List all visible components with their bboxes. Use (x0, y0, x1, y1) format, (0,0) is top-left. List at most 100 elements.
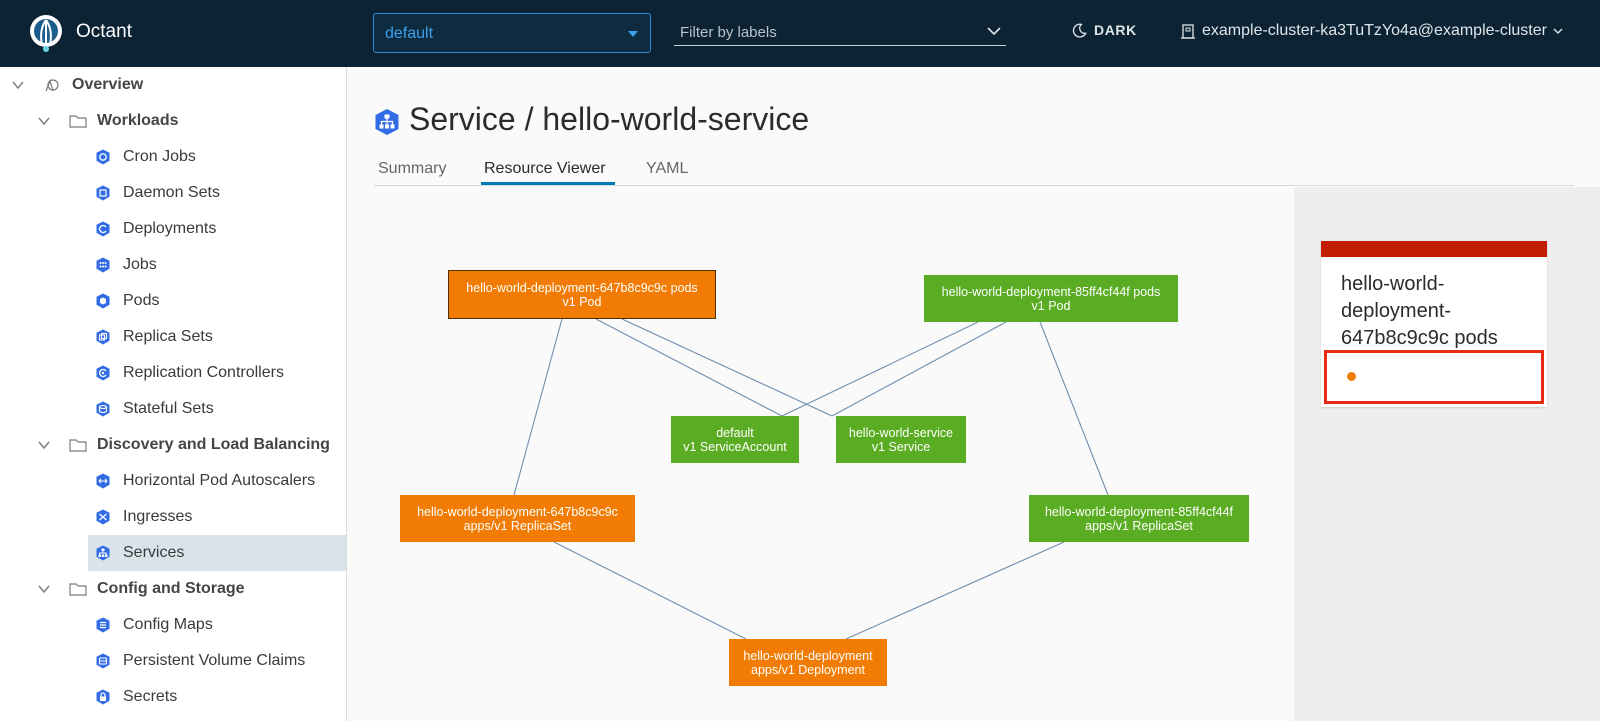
sidebar-group-discovery[interactable]: Discovery and Load Balancing (0, 427, 346, 463)
sidebar-item-cron-jobs[interactable]: Cron Jobs (0, 139, 346, 175)
folder-icon (69, 583, 87, 596)
graph-edge (831, 321, 1007, 417)
sidebar-item-label: Daemon Sets (123, 184, 220, 201)
sidebar-item-label: Cron Jobs (123, 148, 196, 165)
deployment-icon (96, 221, 110, 237)
resource-detail-card: hello-world-deployment-647b8c9c9c pods (1321, 241, 1547, 407)
app-brand: Octant (76, 21, 132, 42)
node-kind: apps/v1 ReplicaSet (463, 518, 572, 533)
sidebar-item-config-maps[interactable]: Config Maps (0, 607, 346, 643)
node-label: hello-world-service (848, 425, 954, 440)
sidebar-item-label: Stateful Sets (123, 400, 214, 417)
graph-node-replicaset-85ff4cf44f[interactable]: hello-world-deployment-85ff4cf44f apps/v… (1029, 495, 1249, 542)
sidebar-item-pods[interactable]: Pods (0, 283, 346, 319)
sidebar-item-replication-controllers[interactable]: Replication Controllers (0, 355, 346, 391)
sidebar-item-label: Ingresses (123, 508, 193, 525)
cron-job-icon (96, 149, 110, 165)
theme-toggle-button[interactable]: DARK (1072, 22, 1137, 38)
node-label: hello-world-deployment-85ff4cf44f pods (941, 284, 1161, 299)
namespace-select[interactable]: default (373, 13, 651, 53)
chevron-down-icon[interactable] (11, 78, 25, 92)
graph-node-deployment[interactable]: hello-world-deployment apps/v1 Deploymen… (729, 639, 887, 686)
service-icon (96, 545, 110, 561)
theme-toggle-label: DARK (1094, 22, 1137, 38)
sidebar-item-label: Services (123, 544, 185, 561)
daemon-set-icon (96, 185, 110, 201)
graph-edges (513, 318, 1109, 640)
status-bar (1321, 241, 1547, 257)
ingress-icon (96, 509, 110, 525)
node-label: hello-world-deployment-647b8c9c9c (417, 504, 618, 519)
config-map-icon (96, 617, 110, 633)
secret-icon (96, 689, 110, 705)
graph-edge (553, 541, 747, 640)
resource-graph: hello-world-deployment-647b8c9c9c pods v… (374, 187, 1294, 721)
chevron-down-icon[interactable] (986, 23, 1002, 39)
graph-edge (513, 318, 563, 496)
replication-controller-icon (96, 365, 110, 381)
status-list (1324, 350, 1544, 404)
octant-logo-icon[interactable] (28, 13, 64, 53)
graph-node-service[interactable]: hello-world-service v1 Service (836, 416, 966, 463)
replica-set-icon (96, 329, 110, 345)
graph-node-service-account[interactable]: default v1 ServiceAccount (671, 416, 799, 463)
tab-summary[interactable]: Summary (378, 160, 447, 177)
pod-icon (96, 293, 110, 309)
sidebar-item-stateful-sets[interactable]: Stateful Sets (0, 391, 346, 427)
caret-down-icon (628, 31, 638, 37)
graph-edge (781, 321, 979, 417)
sidebar-item-overview[interactable]: Overview (0, 67, 346, 103)
resource-detail-title: hello-world-deployment-647b8c9c9c pods (1341, 273, 1498, 349)
sidebar-item-label: Replication Controllers (123, 364, 284, 381)
folder-icon (69, 115, 87, 128)
sidebar-item-services[interactable]: Services (88, 535, 346, 571)
sidebar-item-label: Overview (72, 76, 144, 93)
resource-detail-pane: hello-world-deployment-647b8c9c9c pods (1294, 187, 1600, 721)
sidebar-item-label: Persistent Volume Claims (123, 652, 306, 669)
node-kind: v1 Pod (562, 294, 602, 309)
chevron-down-icon[interactable] (37, 582, 51, 596)
active-tab-indicator (481, 182, 615, 185)
sidebar-item-label: Pods (123, 292, 160, 309)
chevron-down-icon (1553, 28, 1563, 34)
sidebar-group-label: Discovery and Load Balancing (97, 436, 330, 453)
sidebar-item-secrets[interactable]: Secrets (0, 679, 346, 715)
sidebar-group-label: Config and Storage (97, 580, 245, 597)
sidebar-group-config-storage[interactable]: Config and Storage (0, 571, 346, 607)
label-filter-input[interactable]: Filter by labels (674, 20, 1006, 46)
sidebar-item-jobs[interactable]: Jobs (0, 247, 346, 283)
chevron-down-icon[interactable] (37, 438, 51, 452)
sidebar-group-label: Workloads (97, 112, 179, 129)
graph-edge (621, 318, 833, 417)
node-label: hello-world-deployment (743, 648, 873, 663)
sidebar-item-daemon-sets[interactable]: Daemon Sets (0, 175, 346, 211)
node-kind: apps/v1 Deployment (751, 662, 865, 677)
sidebar-item-ingresses[interactable]: Ingresses (0, 499, 346, 535)
folder-icon (69, 439, 87, 452)
graph-node-replicaset-647b8c9c9c[interactable]: hello-world-deployment-647b8c9c9c apps/v… (400, 495, 635, 542)
pvc-icon (96, 653, 110, 669)
sidebar-item-horizontal-pod-autoscalers[interactable]: Horizontal Pod Autoscalers (0, 463, 346, 499)
graph-node-pod-647b8c9c9c[interactable]: hello-world-deployment-647b8c9c9c pods v… (448, 270, 716, 319)
moon-icon (1072, 23, 1087, 38)
node-label: hello-world-deployment-647b8c9c9c pods (466, 280, 698, 295)
graph-node-pod-85ff4cf44f[interactable]: hello-world-deployment-85ff4cf44f pods v… (924, 275, 1178, 322)
top-header: Octant default Filter by labels DARK exa… (0, 0, 1600, 67)
sidebar-item-replica-sets[interactable]: Replica Sets (0, 319, 346, 355)
sidebar-group-workloads[interactable]: Workloads (0, 103, 346, 139)
node-kind: v1 ServiceAccount (683, 439, 787, 454)
job-icon (96, 257, 110, 273)
tab-resource-viewer[interactable]: Resource Viewer (484, 160, 606, 177)
chevron-down-icon[interactable] (37, 114, 51, 128)
tab-yaml[interactable]: YAML (646, 160, 689, 177)
sidebar-nav: Overview Workloads Cron Jobs Daemon Sets… (0, 67, 347, 721)
service-icon (375, 109, 399, 135)
cluster-select[interactable]: example-cluster-ka3TuTzYo4a@example-clus… (1180, 22, 1563, 40)
sidebar-item-deployments[interactable]: Deployments (0, 211, 346, 247)
graph-edge (845, 541, 1065, 640)
sidebar-item-label: Horizontal Pod Autoscalers (123, 472, 316, 489)
graph-edge (1039, 321, 1109, 496)
sidebar-item-persistent-volume-claims[interactable]: Persistent Volume Claims (0, 643, 346, 679)
node-kind: v1 Pod (1031, 298, 1071, 313)
node-label: hello-world-deployment-85ff4cf44f (1044, 504, 1234, 519)
